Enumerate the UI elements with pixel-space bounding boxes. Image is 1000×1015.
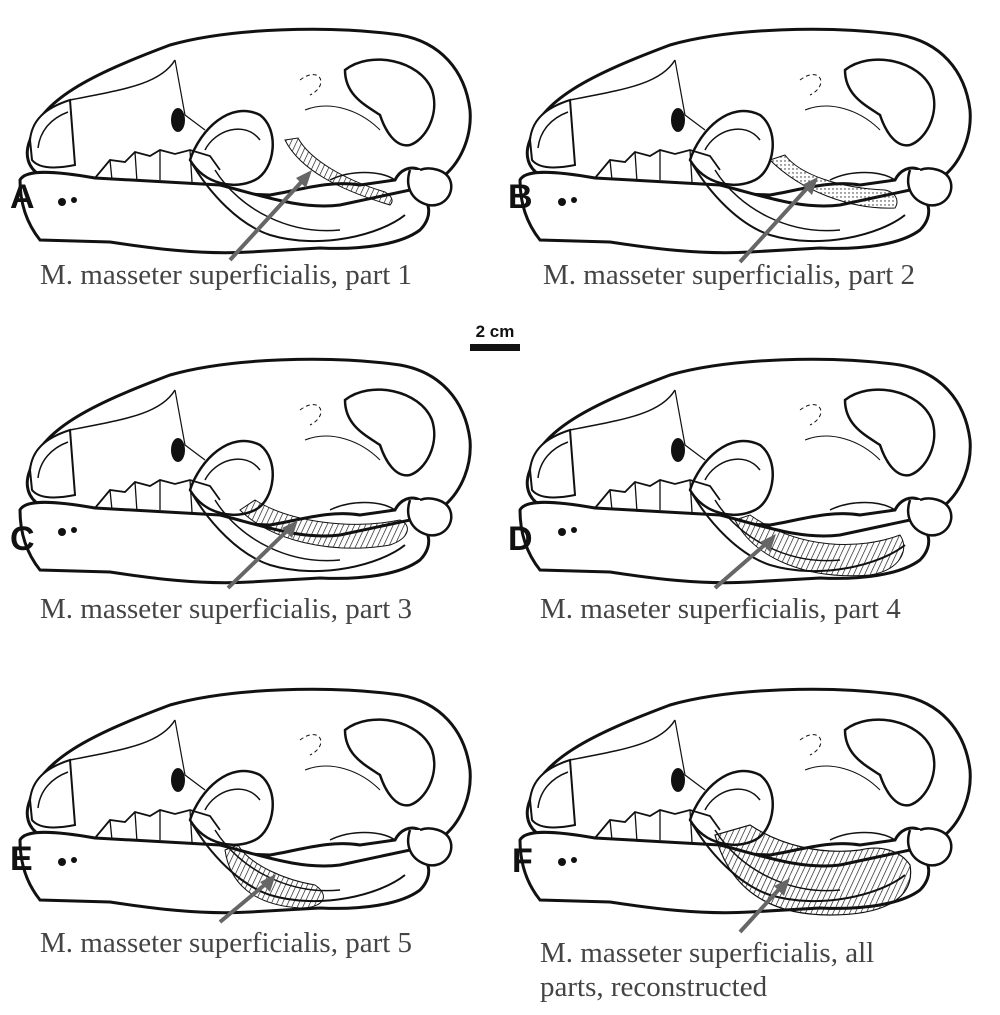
muscle-part-1 bbox=[284, 137, 393, 206]
muscle-part-3 bbox=[239, 499, 408, 549]
panel-f: F M. masseter superficialis, all parts, … bbox=[500, 660, 1000, 1015]
pointer-arrow bbox=[713, 534, 776, 590]
panel-a: A M. masseter superficialis, part 1 bbox=[0, 0, 500, 330]
skull-drawing bbox=[18, 357, 472, 585]
panel-caption: M. maseter superficialis, part 4 bbox=[540, 593, 901, 625]
skull-drawing bbox=[518, 27, 972, 255]
scale-bar: 2 cm bbox=[470, 322, 520, 351]
muscle-part-2 bbox=[769, 154, 898, 209]
panel-caption: M. masseter superficialis, part 3 bbox=[40, 593, 413, 625]
pointer-arrow bbox=[226, 520, 298, 590]
panel-letter: A bbox=[10, 178, 35, 216]
panel-b: B M. masseter superficialis, part 2 bbox=[500, 0, 1000, 330]
scale-bar-label: 2 cm bbox=[475, 322, 515, 341]
panel-letter: C bbox=[10, 520, 35, 558]
panel-caption-line-1: M. masseter superficialis, all bbox=[540, 937, 875, 969]
pointer-arrow bbox=[218, 874, 276, 924]
panel-caption-line-2: parts, reconstructed bbox=[540, 971, 768, 1003]
panel-caption: M. masseter superficialis, part 1 bbox=[40, 259, 413, 291]
scale-bar-line bbox=[470, 344, 520, 351]
panel-letter: B bbox=[508, 178, 533, 216]
pointer-arrow bbox=[228, 170, 312, 262]
skull-drawing bbox=[518, 357, 972, 585]
panel-letter: E bbox=[10, 840, 33, 878]
panel-caption: M. masseter superficialis, part 2 bbox=[543, 259, 916, 291]
panel-letter: F bbox=[512, 842, 533, 880]
panel-d: D M. maseter superficialis, part 4 bbox=[500, 330, 1000, 660]
muscle-part-4 bbox=[734, 514, 905, 577]
skull-drawing bbox=[18, 27, 472, 255]
panel-e: E M. masseter superficialis, part 5 bbox=[0, 660, 500, 990]
panel-caption: M. masseter superficialis, part 5 bbox=[40, 927, 413, 959]
panel-letter: D bbox=[508, 520, 533, 558]
pointer-arrow bbox=[738, 878, 790, 934]
pointer-arrow bbox=[738, 177, 818, 264]
panel-c: C M. masseter superficialis, part 3 bbox=[0, 330, 500, 660]
